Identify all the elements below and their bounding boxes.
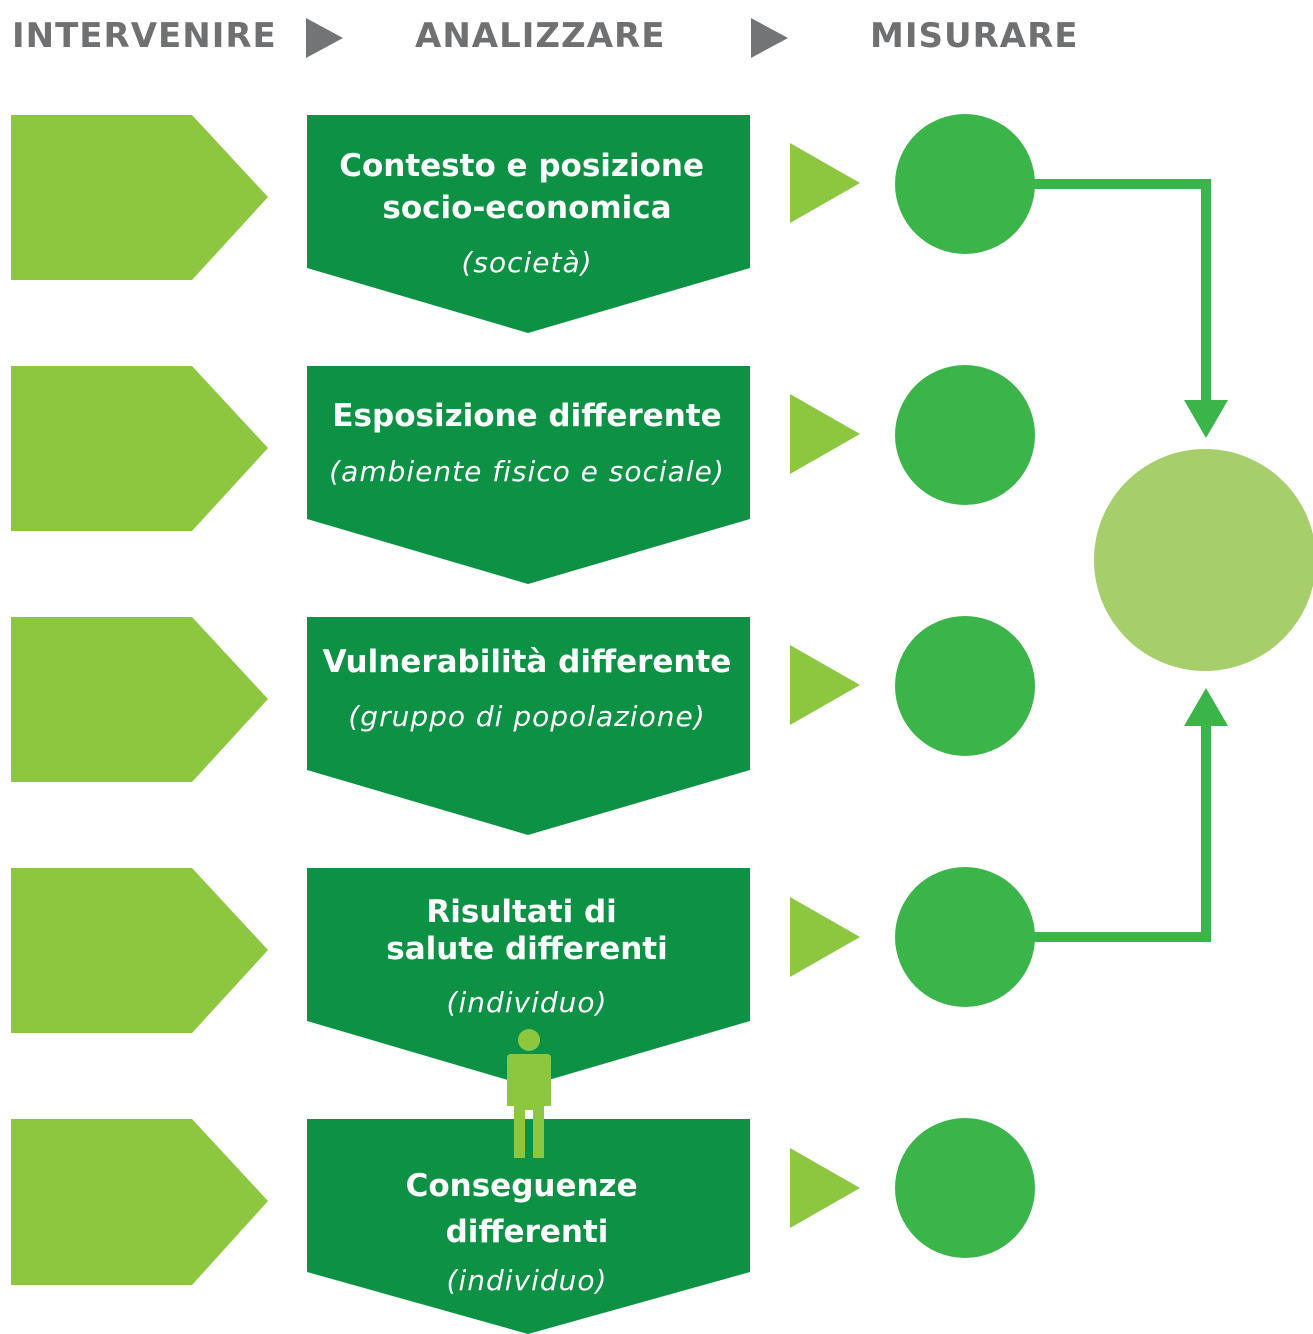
header-analizzare: ANALIZZARE bbox=[415, 16, 665, 56]
play-triangle-icon bbox=[790, 1148, 860, 1228]
analyze-box bbox=[307, 868, 750, 1086]
arrow-down-icon bbox=[1184, 400, 1228, 438]
play-triangle-icon bbox=[306, 18, 343, 58]
row-1: Contesto e posizione socio-economica (so… bbox=[11, 114, 1035, 333]
analyze-box bbox=[307, 617, 750, 835]
measure-circle bbox=[895, 1118, 1035, 1258]
analyze-box bbox=[307, 115, 750, 333]
play-triangle-icon bbox=[751, 18, 788, 58]
analyze-box bbox=[307, 1119, 750, 1334]
intervene-pentagon bbox=[11, 1119, 268, 1285]
header-intervenire: INTERVENIRE bbox=[12, 16, 277, 56]
measure-circle bbox=[895, 365, 1035, 505]
box-subtitle: (individuo) bbox=[447, 1264, 608, 1297]
play-triangle-icon bbox=[790, 143, 860, 223]
box-subtitle: (società) bbox=[461, 246, 592, 279]
play-triangle-icon bbox=[790, 394, 860, 474]
box-subtitle: (individuo) bbox=[447, 986, 608, 1019]
intervene-pentagon bbox=[11, 366, 268, 531]
header-misurare: MISURARE bbox=[870, 16, 1078, 56]
arrow-up-icon bbox=[1184, 688, 1228, 726]
intervene-pentagon bbox=[11, 617, 268, 782]
measure-circle bbox=[895, 867, 1035, 1007]
person-icon bbox=[507, 1029, 551, 1158]
play-triangle-icon bbox=[790, 645, 860, 725]
outcome-circle bbox=[1094, 449, 1313, 671]
box-title: Risultati di salute differenti bbox=[386, 894, 667, 967]
box-subtitle: (ambiente fisico e sociale) bbox=[329, 455, 725, 488]
box-title: Contesto e posizione socio-economica bbox=[339, 148, 715, 226]
connector-top bbox=[1010, 179, 1228, 438]
row-4: Risultati di salute differenti (individu… bbox=[11, 867, 1035, 1086]
connector-bottom bbox=[1010, 688, 1228, 942]
play-triangle-icon bbox=[790, 897, 860, 977]
row-2: Esposizione differente (ambiente fisico … bbox=[11, 365, 1035, 584]
measure-circle bbox=[895, 616, 1035, 756]
measure-circle bbox=[895, 114, 1035, 254]
box-title: Vulnerabilità differente bbox=[323, 644, 732, 680]
box-title: Esposizione differente bbox=[332, 398, 721, 434]
row-5: Conseguenze differenti (individuo) bbox=[11, 1118, 1035, 1334]
box-subtitle: (gruppo di popolazione) bbox=[348, 700, 705, 733]
row-3: Vulnerabilità differente (gruppo di popo… bbox=[11, 616, 1035, 835]
intervene-pentagon bbox=[11, 868, 268, 1033]
box-title: Conseguenze differenti bbox=[406, 1168, 649, 1250]
analyze-box bbox=[307, 366, 750, 584]
intervene-pentagon bbox=[11, 115, 268, 280]
